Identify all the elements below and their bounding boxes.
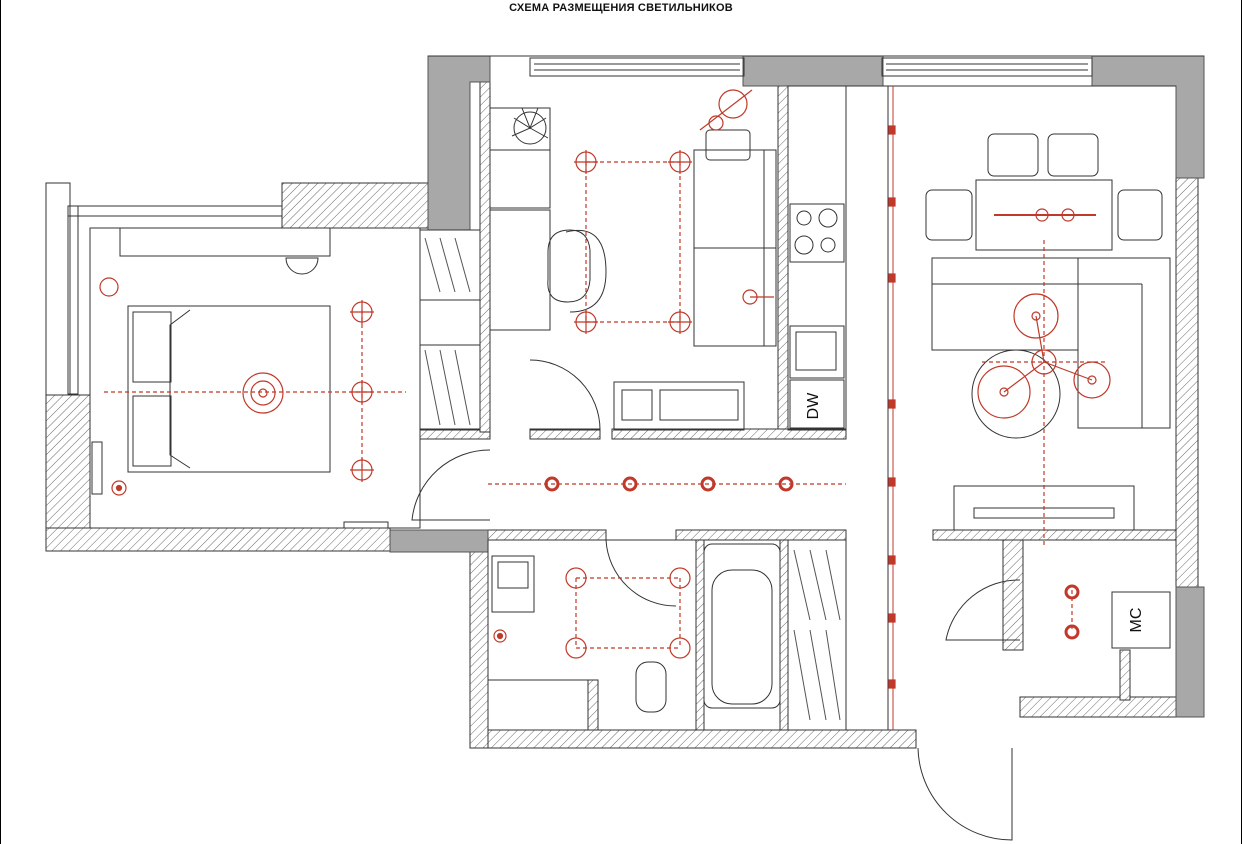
wall-bath-top-a [487,529,607,541]
coffee-table [971,349,1061,439]
downlight-icon [574,150,692,334]
wall-wc-divider [587,679,599,731]
dining-chairs [925,133,1163,241]
plant-icon [511,107,549,145]
bedroom-sliding-door [343,521,389,529]
wall-bedroom-left [45,394,91,552]
wall-bath-left [469,539,489,749]
wall-bath-bottom [469,729,917,749]
wall-office-bottom-a [529,428,601,440]
bed [127,305,331,473]
washer [1111,591,1171,649]
wall-office-left [479,81,491,433]
wall-entry-left [1002,539,1024,651]
bath-shelving [787,539,847,731]
wardrobe [419,229,481,431]
plan-title: СХЕМА РАЗМЕЩЕНИЯ СВЕТИЛЬНИКОВ [509,2,733,14]
bed-pillow-bottom [132,395,172,467]
furniture [91,85,1171,841]
wall-office-right [777,81,789,433]
wall-entry-niche [1119,649,1131,701]
wall-bath-divider-2 [779,539,789,731]
washer-label: MC [1128,608,1145,633]
bedroom-outline [89,227,421,529]
bed-pillow-top [132,311,172,383]
window-living [881,57,1093,77]
floor-lamp [699,89,753,131]
office-cabinet-low [613,381,745,431]
bathtub [703,543,781,709]
plant-pot [489,107,551,151]
sofa-armchair [705,129,751,161]
bath-shelf [487,679,589,731]
wall-entry-top [932,529,1177,541]
column-top-mid [742,55,884,87]
wall-office-bottom-b [611,428,847,440]
bedroom-chair [285,257,319,275]
chandelier-icon [977,293,1111,419]
bedroom-radiator [91,441,103,495]
pendant-icon [242,372,284,414]
wall-bedroom-left-upper [45,182,71,396]
door-entry [917,747,1013,841]
window-office [529,57,745,77]
kitchen-counter [787,85,847,431]
wc-outline [487,539,697,731]
dishwasher-label: DW [805,392,822,420]
outer-walls [45,81,1199,749]
kitchen-sink [789,325,845,379]
track-lights [888,125,896,689]
wall-bath-top-b [675,529,847,541]
bath-sink [491,555,535,613]
toilet [635,661,667,713]
window-bedroom-top [67,205,283,217]
frame-left [0,0,1,844]
corner-sofa [931,257,1171,429]
wall-bedroom-bottom [45,527,391,552]
column-bottom-right [1175,586,1205,718]
cooktop [789,203,845,263]
wall-right [1175,177,1199,591]
window-bedroom-left [67,205,79,395]
room-outlines [89,55,1204,731]
windows [67,57,1093,395]
office-chair [547,229,591,303]
door-laundry [945,579,1021,641]
dishwasher [789,379,845,429]
office-cabinet [489,149,551,209]
bedroom-shelf [119,227,331,257]
spot-icon [350,300,374,482]
columns [389,55,1205,718]
wall-bedroom-top [281,182,429,229]
column-bedroom-corner [389,529,489,553]
door-bath [605,539,677,607]
wall-bath-divider [695,539,705,731]
door-bedroom [411,449,491,521]
door-office [529,359,601,431]
lighting [99,89,1111,689]
column-top-right [1091,55,1205,179]
wall-entry-bottom [1019,696,1177,718]
office-desk [489,209,551,331]
